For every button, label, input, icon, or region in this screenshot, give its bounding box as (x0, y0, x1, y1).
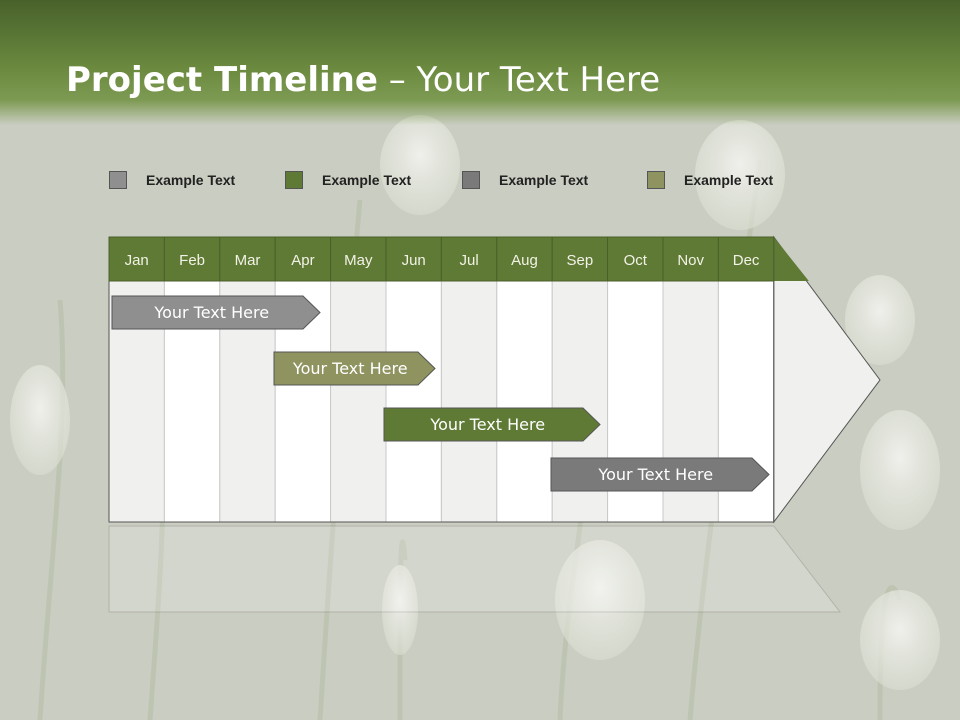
task-bar-4[interactable] (550, 457, 770, 492)
month-column (440, 280, 498, 523)
month-header: Jan Feb Mar Apr May Jun Jul Aug Sep Oct Nov Dec (108, 236, 775, 282)
title-bold: Project Timeline (66, 60, 378, 100)
task-bar-1[interactable] (111, 295, 321, 330)
month-header-cell (219, 236, 276, 282)
legend-label-1: Example Text (146, 172, 236, 188)
legend-swatch-4 (647, 171, 665, 189)
month-label-nov: Nov (677, 252, 704, 269)
legend-swatch-3 (462, 171, 480, 189)
month-header-cell (551, 236, 609, 282)
legend-swatch-1 (109, 171, 127, 189)
month-header-cell (607, 236, 664, 282)
month-header-cell (163, 236, 221, 282)
month-header-cell (662, 236, 719, 282)
month-header-cell (385, 236, 442, 282)
month-label-jun: Jun (402, 252, 426, 269)
legend-label-4: Example Text (684, 172, 774, 188)
task-bar-label-2: Your Text Here (292, 359, 408, 378)
task-bar-label-3: Your Text Here (429, 415, 545, 434)
month-label-dec: Dec (733, 252, 760, 269)
month-label-jul: Jul (460, 252, 479, 269)
month-label-aug: Aug (511, 252, 538, 269)
task-bar-3[interactable] (383, 407, 601, 442)
month-header-cell (440, 236, 498, 282)
timeline-arrowhead (108, 235, 881, 524)
month-header-cell (496, 236, 553, 282)
task-bar-label-4: Your Text Here (597, 465, 713, 484)
task-bar-2[interactable] (273, 351, 436, 386)
month-label-jan: Jan (125, 252, 149, 269)
month-header-cell (274, 236, 332, 282)
legend-label-2: Example Text (322, 172, 412, 188)
header-band (0, 0, 960, 125)
month-label-apr: Apr (291, 252, 314, 269)
month-label-mar: Mar (235, 252, 261, 269)
month-label-sep: Sep (567, 252, 594, 269)
month-column (496, 280, 553, 523)
reflection-shape (108, 525, 842, 613)
month-label-feb: Feb (179, 252, 205, 269)
legend-label-3: Example Text (499, 172, 589, 188)
month-column (330, 280, 387, 523)
month-label-may: May (344, 252, 373, 269)
arrowhead-header-tip (773, 237, 809, 281)
timeline-reflection (108, 525, 842, 613)
title-subtitle: – Your Text Here (377, 60, 661, 100)
task-bar-label-1: Your Text Here (153, 303, 269, 322)
page-title: Project Timeline – Your Text Here (66, 60, 660, 100)
month-label-oct: Oct (624, 252, 648, 269)
month-header-cell (717, 236, 775, 282)
month-column (385, 280, 442, 523)
legend-swatch-2 (285, 171, 303, 189)
month-header-cell (108, 236, 165, 282)
